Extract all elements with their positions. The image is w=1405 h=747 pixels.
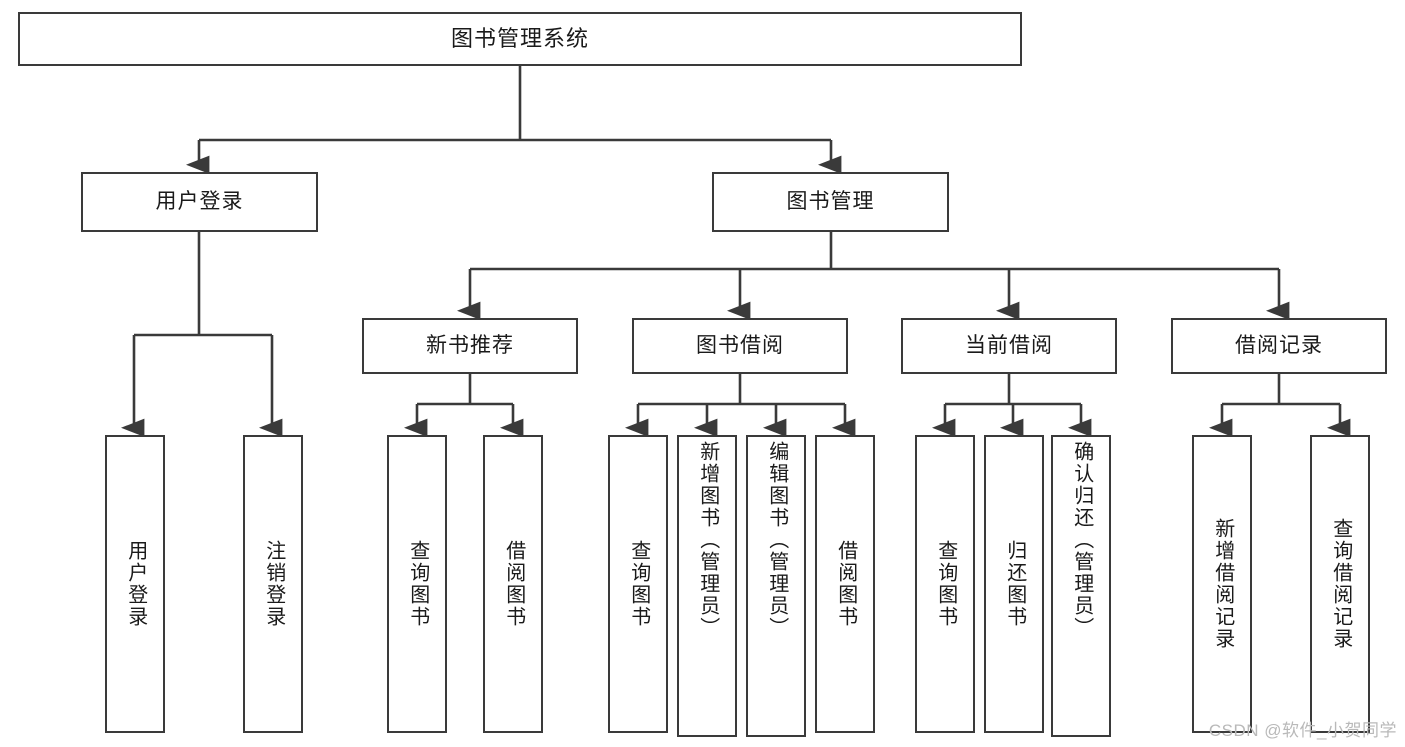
- node-label: 当前借阅: [965, 333, 1053, 357]
- node-label: 用户登录: [124, 540, 147, 628]
- node-label: 图书管理系统: [450, 26, 589, 52]
- node-new-book-recommend[interactable]: 新书推荐: [362, 318, 578, 374]
- node-label: 查询借阅记录: [1329, 518, 1352, 650]
- node-book-borrow[interactable]: 图书借阅: [632, 318, 848, 374]
- node-leaf-confirm-return-admin[interactable]: 确认归还（管理员）: [1051, 435, 1111, 737]
- node-label: 新增图书（管理员）: [696, 441, 719, 639]
- node-label: 借阅图书: [502, 540, 525, 628]
- node-label: 借阅图书: [834, 540, 857, 628]
- node-user-login[interactable]: 用户登录: [81, 172, 318, 232]
- node-current-borrow[interactable]: 当前借阅: [901, 318, 1117, 374]
- node-label: 新增借阅记录: [1211, 518, 1234, 650]
- node-label: 确认归还（管理员）: [1070, 441, 1093, 639]
- node-label: 注销登录: [262, 540, 285, 628]
- node-leaf-edit-book-admin[interactable]: 编辑图书（管理员）: [746, 435, 806, 737]
- node-label: 归还图书: [1003, 540, 1026, 628]
- node-label: 用户登录: [155, 189, 244, 213]
- node-label: 编辑图书（管理员）: [765, 441, 788, 639]
- node-label: 查询图书: [627, 540, 650, 628]
- node-leaf-add-borrow-record[interactable]: 新增借阅记录: [1192, 435, 1252, 733]
- node-label: 查询图书: [934, 540, 957, 628]
- node-label: 图书管理: [786, 189, 875, 213]
- node-leaf-add-book-admin[interactable]: 新增图书（管理员）: [677, 435, 737, 737]
- csdn-watermark: CSDN @软件_小贺同学: [1208, 721, 1397, 740]
- node-leaf-user-logout[interactable]: 注销登录: [243, 435, 303, 733]
- node-leaf-query-book-borrow[interactable]: 查询图书: [608, 435, 668, 733]
- node-label: 图书借阅: [696, 333, 784, 357]
- node-label: 查询图书: [406, 540, 429, 628]
- node-leaf-query-borrow-record[interactable]: 查询借阅记录: [1310, 435, 1370, 733]
- node-root-book-management-system[interactable]: 图书管理系统: [18, 12, 1022, 66]
- node-leaf-borrow-book-recommend[interactable]: 借阅图书: [483, 435, 543, 733]
- node-leaf-query-book-recommend[interactable]: 查询图书: [387, 435, 447, 733]
- node-label: 借阅记录: [1235, 333, 1323, 357]
- node-leaf-query-book-current[interactable]: 查询图书: [915, 435, 975, 733]
- node-leaf-return-book[interactable]: 归还图书: [984, 435, 1044, 733]
- node-borrow-record[interactable]: 借阅记录: [1171, 318, 1387, 374]
- node-book-management[interactable]: 图书管理: [712, 172, 949, 232]
- node-label: 新书推荐: [426, 333, 514, 357]
- node-leaf-user-login[interactable]: 用户登录: [105, 435, 165, 733]
- node-leaf-borrow-book[interactable]: 借阅图书: [815, 435, 875, 733]
